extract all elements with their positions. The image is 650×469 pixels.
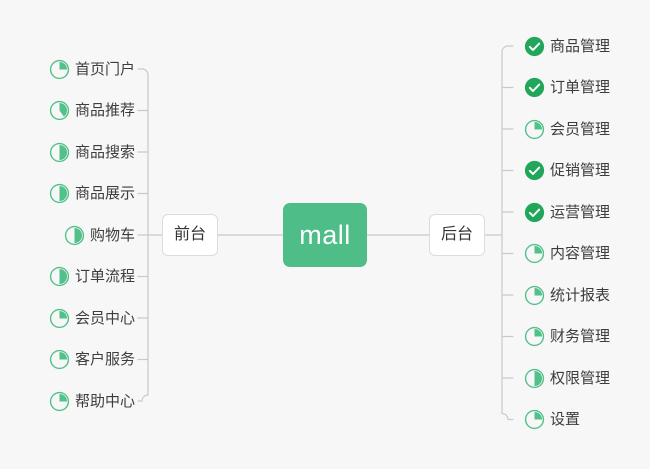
- backend-leaf-item[interactable]: 商品管理: [524, 33, 610, 59]
- pie-progress-icon: [524, 243, 545, 264]
- backend-leaf-item[interactable]: 设置: [524, 407, 580, 433]
- leaf-label: 客户服务: [74, 351, 135, 368]
- leaf-label: 商品管理: [550, 37, 611, 55]
- pie-progress-icon: [49, 266, 70, 287]
- pie-progress-icon: [524, 326, 545, 347]
- pie-progress-icon: [524, 409, 545, 430]
- backend-leaf-item[interactable]: 促销管理: [524, 158, 610, 184]
- pie-progress-icon: [49, 391, 70, 411]
- backend-leaf-item[interactable]: 会员管理: [524, 116, 610, 142]
- pie-progress-icon: [64, 225, 85, 245]
- frontend-leaf-item[interactable]: 商品推荐: [49, 98, 135, 124]
- pie-progress-icon: [49, 59, 70, 79]
- check-circle-icon: [524, 160, 545, 181]
- pie-progress-icon: [524, 285, 545, 305]
- pie-progress-icon: [524, 119, 545, 139]
- leaf-label: 会员中心: [74, 309, 135, 327]
- backend-leaf-item[interactable]: 权限管理: [524, 365, 610, 391]
- pie-progress-icon: [49, 349, 70, 370]
- frontend-leaf-item[interactable]: 订单流程: [49, 264, 135, 290]
- backend-leaf-item[interactable]: 财务管理: [524, 324, 610, 350]
- frontend-leaf-item[interactable]: 商品展示: [49, 181, 135, 207]
- root-node[interactable]: mall: [283, 203, 367, 267]
- frontend-leaf-item[interactable]: 客户服务: [49, 347, 135, 373]
- check-circle-icon: [524, 77, 545, 98]
- leaf-label: 财务管理: [550, 328, 611, 345]
- backend-leaf-item[interactable]: 内容管理: [524, 241, 610, 267]
- branch-node-backend-label: 后台: [440, 226, 473, 243]
- leaf-label: 设置: [550, 411, 581, 428]
- leaf-label: 订单管理: [550, 79, 611, 96]
- frontend-leaf-item[interactable]: 首页门户: [49, 56, 135, 82]
- frontend-leaf-item[interactable]: 商品搜索: [49, 139, 135, 165]
- leaf-label: 商品推荐: [74, 102, 135, 119]
- leaf-label: 商品搜索: [74, 143, 135, 161]
- backend-leaf-item[interactable]: 订单管理: [524, 75, 610, 101]
- pie-progress-icon: [49, 308, 70, 328]
- frontend-leaf-item[interactable]: 会员中心: [49, 305, 135, 331]
- frontend-leaf-item[interactable]: 帮助中心: [49, 388, 135, 414]
- leaf-label: 商品展示: [74, 185, 135, 202]
- frontend-leaf-item[interactable]: 购物车: [64, 222, 135, 248]
- leaf-label: 帮助中心: [74, 392, 135, 410]
- branch-node-frontend[interactable]: 前台: [162, 214, 218, 256]
- leaf-label: 运营管理: [550, 203, 611, 221]
- root-node-label: mall: [299, 219, 351, 250]
- leaf-label: 促销管理: [550, 162, 611, 179]
- branch-node-frontend-label: 前台: [173, 226, 206, 243]
- backend-leaf-item[interactable]: 运营管理: [524, 199, 610, 225]
- leaf-label: 会员管理: [550, 120, 611, 138]
- pie-progress-icon: [49, 183, 70, 204]
- leaf-label: 订单流程: [74, 268, 135, 285]
- pie-progress-icon: [49, 142, 70, 162]
- pie-progress-icon: [524, 368, 545, 388]
- check-circle-icon: [524, 36, 545, 56]
- check-circle-icon: [524, 202, 545, 222]
- leaf-label: 统计报表: [550, 286, 611, 304]
- leaf-label: 购物车: [89, 226, 135, 244]
- pie-progress-icon: [49, 100, 70, 121]
- leaf-label: 首页门户: [74, 60, 135, 78]
- leaf-label: 内容管理: [550, 245, 611, 262]
- branch-node-backend[interactable]: 后台: [429, 214, 485, 256]
- backend-leaf-item[interactable]: 统计报表: [524, 282, 610, 308]
- leaf-label: 权限管理: [550, 369, 611, 387]
